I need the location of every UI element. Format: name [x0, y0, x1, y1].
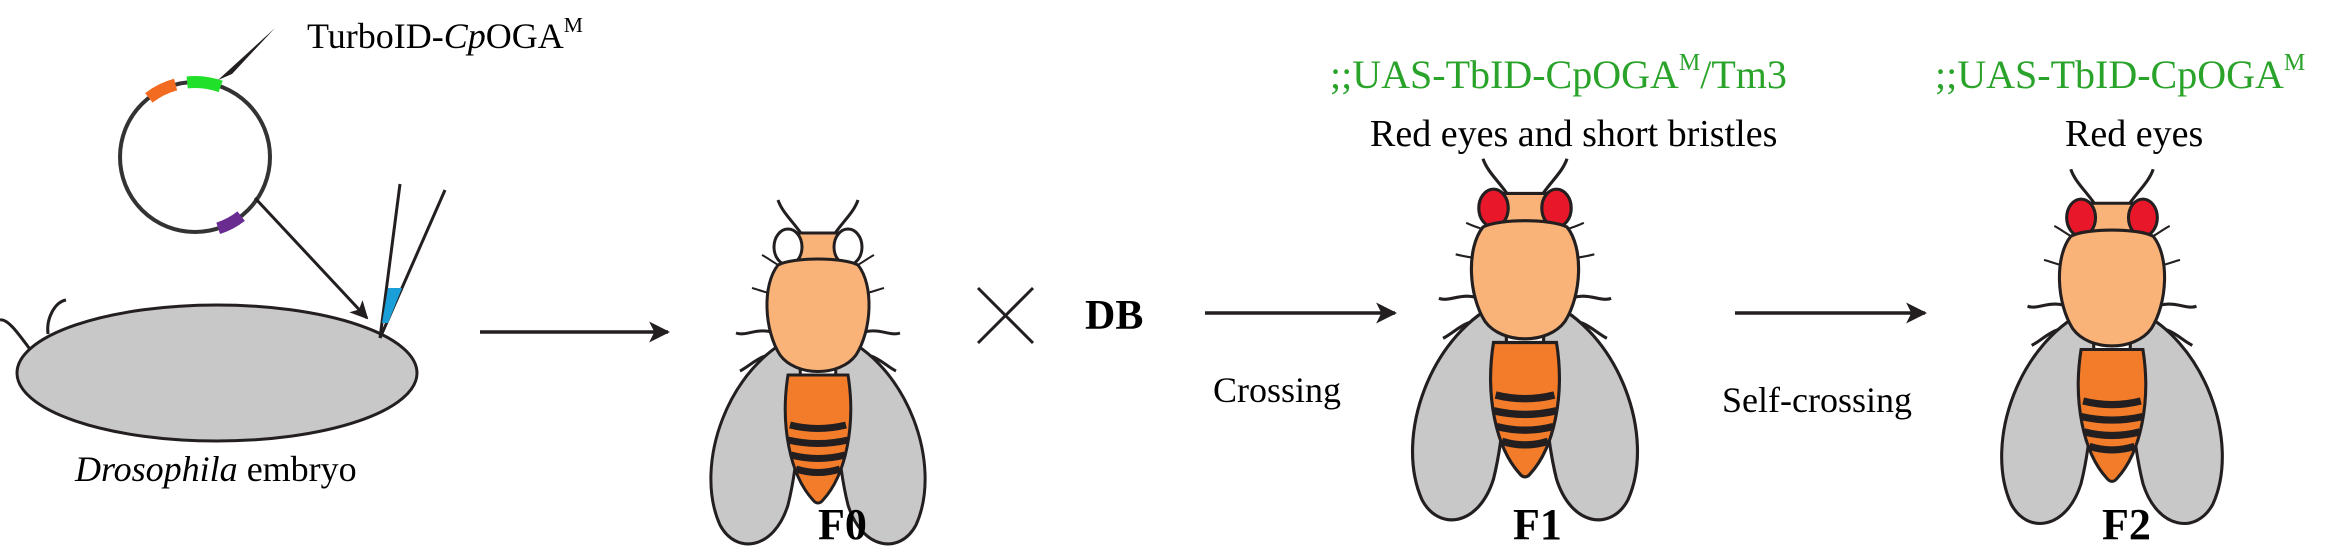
generation-label-f2: F2: [2102, 500, 2151, 549]
embryo: [0, 298, 419, 443]
generation-label-f1: F1: [1513, 500, 1562, 549]
injection-needle-icon: [378, 183, 447, 339]
plasmid-label: TurboID-CpOGAM: [307, 14, 583, 56]
f1-genotype-suffix: /Tm3: [1700, 52, 1787, 97]
f1-genotype-text: ;;UAS-TbID-CpOGA: [1330, 52, 1679, 97]
plasmid-to-needle-arrow: [253, 196, 369, 320]
crossing-label: Crossing: [1213, 370, 1342, 410]
plasmid-segment-green: [186, 76, 223, 93]
generation-label-f0: F0: [818, 500, 867, 549]
plasmid: [118, 28, 275, 235]
embryo-micropyle-icon: [0, 318, 34, 353]
plasmid-label-prefix: TurboID-: [307, 16, 444, 56]
fly-f1-icon: [1410, 158, 1640, 522]
plasmid-label-italic: Cp: [443, 16, 486, 56]
plasmid-segment-orange: [145, 78, 178, 103]
f2-genotype-label: ;;UAS-TbID-CpOGAM: [1935, 51, 2305, 97]
f2-genotype-sup: M: [2283, 50, 2306, 76]
f1-genotype-sup: M: [1678, 50, 1701, 76]
fly-f0-icon: [709, 199, 927, 546]
embryo-label-rest: embryo: [237, 449, 357, 489]
f1-genotype-label: ;;UAS-TbID-CpOGAM/Tm3: [1330, 51, 1787, 97]
fly-f2-icon: [2000, 168, 2224, 526]
cross-symbol-icon: [976, 286, 1035, 345]
embryo-label: Drosophila embryo: [75, 451, 357, 487]
f2-phenotype-label: Red eyes: [2065, 113, 2204, 155]
f1-phenotype-label: Red eyes and short bristles: [1370, 113, 1778, 155]
embryo-label-italic: Drosophila: [75, 449, 238, 489]
embryo-micropyle-icon: [46, 298, 67, 335]
plasmid-label-sup: M: [563, 12, 583, 37]
self-crossing-label: Self-crossing: [1722, 380, 1912, 420]
plasmid-label-main: OGA: [485, 16, 564, 56]
insertion-pointer-icon: [218, 28, 275, 80]
plasmid-segment-purple: [216, 211, 245, 235]
cross-partner-label: DB: [1085, 293, 1144, 339]
f2-genotype-text: ;;UAS-TbID-CpOGA: [1935, 52, 2284, 97]
